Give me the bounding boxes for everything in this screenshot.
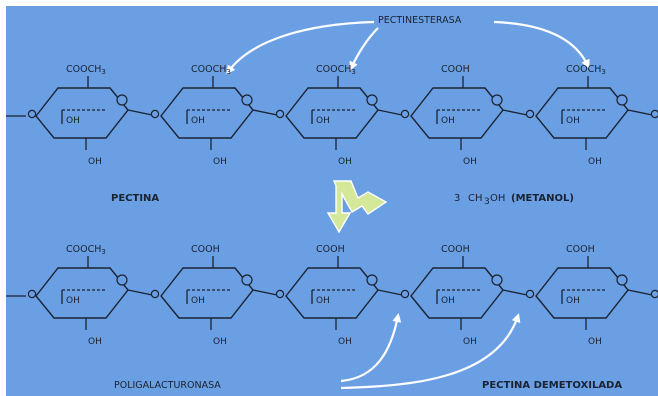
galacturonate-ring: COOH OH OH	[410, 64, 504, 167]
ring-oxygen	[366, 94, 378, 106]
galacturonate-ring: COOH OH OH	[160, 244, 254, 347]
ring-oxygen	[116, 274, 128, 286]
pectin-chain-top: COOCH3OHOHCOOCH3OHOHCOOCH3OHOHCOOHOHOHCO…	[6, 64, 658, 167]
carboxyl-group-label: COOH	[316, 244, 345, 255]
hydroxyl-label-upper: OH	[316, 116, 330, 126]
ring-outline	[160, 87, 254, 139]
substrate-label-pectina: PECTINA	[111, 193, 159, 204]
arrow-to-ring-3	[349, 27, 379, 71]
hydroxyl-label-lower: OH	[213, 157, 227, 167]
galacturonate-ring: COOH OH OH	[410, 244, 504, 347]
glycosidic-oxygen	[650, 109, 658, 119]
ring-oxygen	[366, 274, 378, 286]
glycosidic-oxygen	[150, 109, 160, 119]
hydroxyl-label-lower: OH	[88, 337, 102, 347]
carboxyl-group-label: COOCH3	[316, 64, 356, 76]
reaction-arrow	[326, 180, 388, 234]
hydroxyl-label-lower: OH	[338, 337, 352, 347]
glycosidic-oxygen	[525, 109, 535, 119]
glycosidic-oxygen	[400, 109, 410, 119]
arrow-to-bond-3	[340, 313, 402, 383]
glycosidic-oxygen	[275, 289, 285, 299]
hydroxyl-label-upper: OH	[566, 296, 580, 306]
product-label-pectina-demetoxilada: PECTINA DEMETOXILADA	[482, 380, 622, 391]
ring-oxygen	[241, 94, 253, 106]
ring-outline	[285, 267, 379, 319]
glycosidic-oxygen	[400, 289, 410, 299]
hydroxyl-label-upper: OH	[191, 116, 205, 126]
hydroxyl-label-upper: OH	[566, 116, 580, 126]
carboxyl-group-label: COOCH3	[191, 64, 231, 76]
glycosidic-oxygen	[27, 109, 37, 119]
galacturonate-ring: COOH OH OH	[285, 244, 379, 347]
ring-oxygen	[616, 274, 628, 286]
methanol-name: (METANOL)	[511, 193, 574, 204]
ring-outline	[160, 267, 254, 319]
glycosidic-oxygen	[150, 289, 160, 299]
hydroxyl-label-lower: OH	[338, 157, 352, 167]
hydroxyl-label-lower: OH	[463, 337, 477, 347]
glycosidic-oxygen	[275, 109, 285, 119]
ring-outline	[285, 87, 379, 139]
methanol-count: 3	[454, 193, 460, 204]
hydroxyl-label-upper: OH	[441, 116, 455, 126]
galacturonate-ring: COOH OH OH	[535, 244, 629, 347]
carboxyl-group-label: COOCH3	[66, 244, 106, 256]
glycosidic-oxygen	[650, 289, 658, 299]
hydroxyl-label-upper: OH	[441, 296, 455, 306]
polygalacturonase-arrows	[340, 313, 521, 390]
pectin-reaction-diagram: PECTINESTERASA COOCH3OHOHCOOCH3OHOHCOOCH…	[6, 15, 658, 391]
methanol-formula-sub: 3	[484, 197, 490, 207]
ring-outline	[410, 87, 504, 139]
ring-outline	[35, 267, 129, 319]
ring-oxygen	[116, 94, 128, 106]
hydroxyl-label-upper: OH	[191, 296, 205, 306]
methanol-formula-ch: CH	[468, 193, 483, 204]
hydroxyl-label-lower: OH	[463, 157, 477, 167]
ring-oxygen	[616, 94, 628, 106]
carboxyl-group-label: COOCH3	[566, 64, 606, 76]
hydroxyl-label-upper: OH	[66, 116, 80, 126]
carboxyl-group-label: COOH	[566, 244, 595, 255]
carboxyl-group-label: COOH	[441, 64, 470, 75]
glycosidic-oxygen	[27, 289, 37, 299]
hydroxyl-label-lower: OH	[88, 157, 102, 167]
hydroxyl-label-lower: OH	[213, 337, 227, 347]
ring-outline	[535, 267, 629, 319]
arrow-to-ring-2	[226, 20, 375, 75]
carboxyl-group-label: COOCH3	[66, 64, 106, 76]
enzyme-label-pectinesterasa: PECTINESTERASA	[378, 15, 462, 26]
ring-outline	[535, 87, 629, 139]
ring-outline	[35, 87, 129, 139]
ring-outline	[410, 267, 504, 319]
hydroxyl-label-lower: OH	[588, 337, 602, 347]
arrow-to-bond-4	[340, 313, 521, 390]
methanol-formula-oh: OH	[490, 193, 505, 204]
carboxyl-group-label: COOH	[441, 244, 470, 255]
ring-oxygen	[491, 94, 503, 106]
pectinesterase-arrows	[226, 20, 590, 75]
glycosidic-oxygen	[525, 289, 535, 299]
methanol-label: 3 CH 3 OH (METANOL)	[454, 193, 574, 207]
arrow-to-ring-5	[493, 20, 590, 69]
carboxyl-group-label: COOH	[191, 244, 220, 255]
hydroxyl-label-lower: OH	[588, 157, 602, 167]
hydroxyl-label-upper: OH	[66, 296, 80, 306]
enzyme-label-poligalacturonasa: POLIGALACTURONASA	[114, 380, 221, 391]
ring-oxygen	[491, 274, 503, 286]
hydroxyl-label-upper: OH	[316, 296, 330, 306]
reaction-arrow-shape	[326, 180, 388, 234]
ring-oxygen	[241, 274, 253, 286]
